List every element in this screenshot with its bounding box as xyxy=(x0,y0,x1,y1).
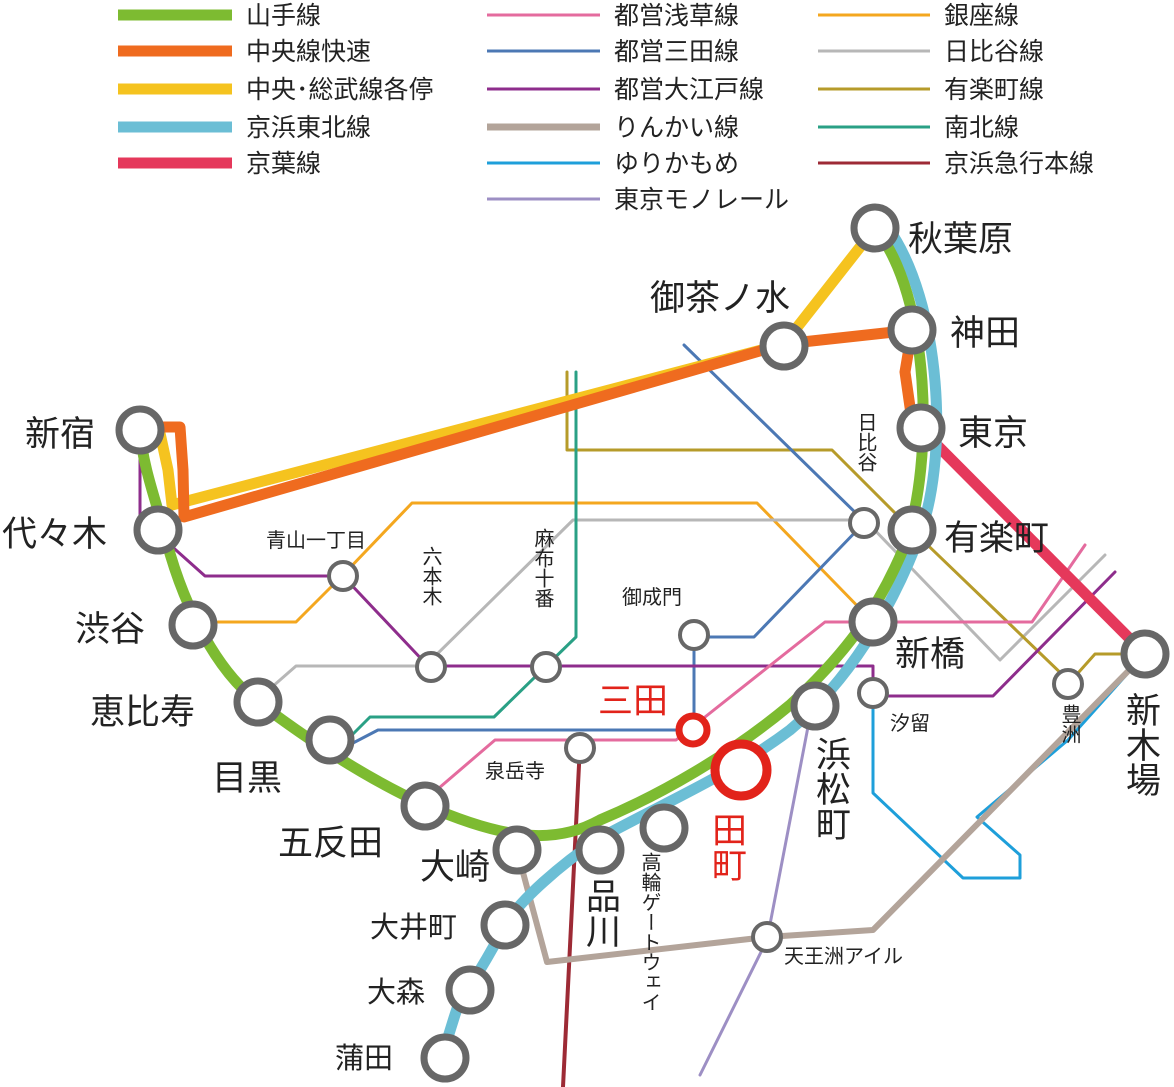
station-marker-shinjuku[interactable] xyxy=(115,405,165,455)
station-marker-shin-kiba[interactable] xyxy=(1120,629,1170,679)
station-marker-takanawa-gateway[interactable] xyxy=(639,803,689,853)
station-marker-shinagawa[interactable] xyxy=(575,825,625,875)
label-azabu-juban: 麻布十番 xyxy=(531,528,555,608)
station-marker-azabu-juban[interactable] xyxy=(530,651,562,683)
label-akihabara: 秋葉原 xyxy=(908,220,1013,260)
legend-label-namboku: 南北線 xyxy=(944,113,1019,142)
legend-label-hibiya: 日比谷線 xyxy=(944,37,1044,66)
label-mita: 三田 xyxy=(598,682,668,722)
legend-label-rinkai: りんかい線 xyxy=(614,113,739,142)
line-hibiya xyxy=(254,518,1107,703)
label-aoyama-itchome: 青山一丁目 xyxy=(266,528,366,552)
station-marker-kamata[interactable] xyxy=(420,1033,470,1083)
legend-label-asakusa: 都営浅草線 xyxy=(614,1,739,30)
station-marker-roppongi[interactable] xyxy=(415,651,447,683)
legend-label-chuo-rapid: 中央線快速 xyxy=(246,37,371,66)
station-marker-osaki[interactable] xyxy=(492,825,542,875)
line-yurikamome xyxy=(871,652,1147,880)
legend-label-keikyu: 京浜急行本線 xyxy=(944,149,1094,178)
legend: 山手線 中央線快速 中央･総武線各停 京浜東北線 京葉線 都営浅草線 都営三田線… xyxy=(118,1,1094,214)
label-yurakucho: 有楽町 xyxy=(944,519,1049,559)
legend-label-yurakucho-line: 有楽町線 xyxy=(944,75,1044,104)
label-hibiya: 日比谷 xyxy=(854,412,878,472)
station-marker-meguro[interactable] xyxy=(305,715,355,765)
station-marker-tennozu-isle[interactable] xyxy=(751,921,783,953)
line-chuo-sobu xyxy=(139,224,880,511)
label-yoyogi: 代々木 xyxy=(2,515,107,555)
label-shin-kiba: 新木場 xyxy=(1120,692,1161,797)
station-marker-shimbashi[interactable] xyxy=(848,597,898,647)
label-roppongi: 六本木 xyxy=(419,546,443,606)
station-marker-yurakucho[interactable] xyxy=(887,505,937,555)
legend-label-mita: 都営三田線 xyxy=(614,37,739,66)
label-shiodome: 汐留 xyxy=(890,711,930,735)
legend-label-yamanote: 山手線 xyxy=(246,1,321,30)
label-osaki: 大崎 xyxy=(420,848,490,888)
legend-label-keiyo: 京葉線 xyxy=(246,149,321,178)
station-marker-shiodome[interactable] xyxy=(857,677,889,709)
label-tokyo: 東京 xyxy=(958,414,1028,454)
legend-label-yurikamome: ゆりかもめ xyxy=(614,149,739,178)
line-keikyu xyxy=(561,743,582,1087)
label-shimbashi: 新橋 xyxy=(895,635,965,675)
station-marker-toyosu[interactable] xyxy=(1052,668,1084,700)
station-marker-hamamatsucho[interactable] xyxy=(790,681,840,731)
label-omori: 大森 xyxy=(367,975,425,1009)
legend-label-oedo: 都営大江戸線 xyxy=(614,75,764,104)
line-ginza xyxy=(216,501,875,624)
station-marker-kanda[interactable] xyxy=(887,305,937,355)
line-asakusa xyxy=(423,543,1087,802)
line-chuo-rapid xyxy=(163,324,919,523)
station-marker-ochanomizu[interactable] xyxy=(759,321,809,371)
label-onarimon: 御成門 xyxy=(622,585,682,609)
label-shinjuku: 新宿 xyxy=(25,415,95,455)
label-hamamatsucho: 浜松町 xyxy=(810,736,850,841)
station-marker-yoyogi[interactable] xyxy=(133,505,183,555)
line-namboku xyxy=(328,370,578,759)
label-meguro: 目黒 xyxy=(212,759,282,799)
line-keiyo xyxy=(916,424,1149,658)
station-marker-akihabara[interactable] xyxy=(850,203,900,253)
label-kamata: 蒲田 xyxy=(335,1041,393,1075)
station-labels: 秋葉原 御茶ノ水 神田 東京 日比谷 有楽町 新宿 代々木 青山一丁目 六本木 … xyxy=(2,220,1161,1075)
label-ochanomizu: 御茶ノ水 xyxy=(650,279,790,319)
station-marker-aoyama-itchome[interactable] xyxy=(327,560,359,592)
label-gotanda: 五反田 xyxy=(278,824,383,864)
station-marker-onarimon[interactable] xyxy=(678,619,710,651)
station-marker-omori[interactable] xyxy=(445,965,495,1015)
station-marker-tamachi[interactable] xyxy=(710,739,772,801)
legend-label-chuo-sobu: 中央･総武線各停 xyxy=(246,75,434,104)
legend-label-ginza: 銀座線 xyxy=(944,1,1019,30)
label-toyosu: 豊洲 xyxy=(1058,704,1082,744)
station-marker-oimachi[interactable] xyxy=(480,900,530,950)
stations xyxy=(115,203,1170,1083)
legend-label-monorail: 東京モノレール xyxy=(614,185,789,214)
legend-label-keihin-tohoku: 京浜東北線 xyxy=(246,113,371,142)
station-marker-tokyo[interactable] xyxy=(896,403,946,453)
label-sengakuji: 泉岳寺 xyxy=(485,759,545,783)
station-marker-ebisu[interactable] xyxy=(233,677,283,727)
label-tamachi: 田町 xyxy=(706,812,746,882)
station-marker-gotanda[interactable] xyxy=(400,781,450,831)
station-marker-hibiya[interactable] xyxy=(848,507,880,539)
station-marker-sengakuji[interactable] xyxy=(564,732,596,764)
label-shibuya: 渋谷 xyxy=(75,610,145,650)
station-marker-shibuya[interactable] xyxy=(168,600,218,650)
label-takanawa-gateway: 高輪ゲートウェイ xyxy=(638,852,662,1012)
label-kanda: 神田 xyxy=(950,314,1020,354)
label-oimachi: 大井町 xyxy=(370,910,457,944)
station-marker-mita[interactable] xyxy=(675,712,711,748)
label-tennozu-isle: 天王洲アイル xyxy=(784,944,903,968)
label-ebisu: 恵比寿 xyxy=(90,693,195,733)
label-shinagawa: 品川 xyxy=(580,878,621,948)
